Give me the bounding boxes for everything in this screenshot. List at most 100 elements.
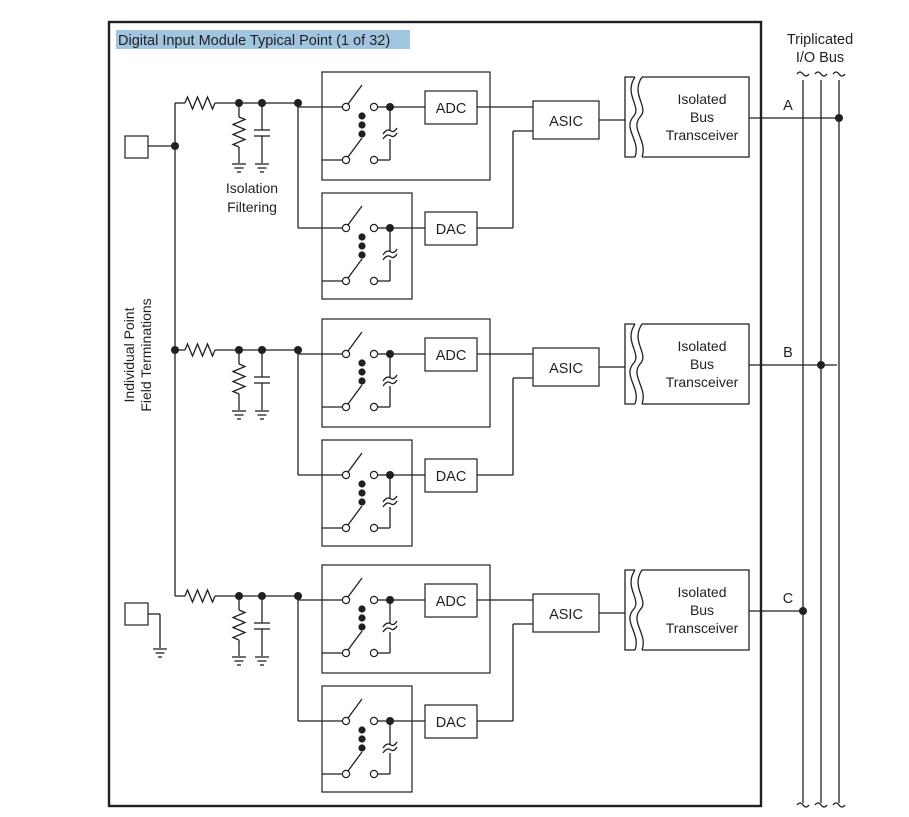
switch-contact (341, 276, 351, 286)
capacitor-break-icon (382, 374, 398, 382)
transceiver-label: Isolated (677, 584, 726, 600)
dac-mux-block (321, 192, 413, 300)
switch-contact (369, 769, 379, 779)
capacitor-break-icon (382, 379, 398, 387)
switch-blade-icon (347, 331, 363, 352)
switch-contact (369, 470, 379, 480)
transceiver-box (642, 76, 750, 158)
ellipsis-dot (358, 480, 366, 488)
ellipsis-dot (358, 251, 366, 259)
bus-letter-b: B (783, 345, 793, 361)
ellipsis-dot (358, 121, 366, 129)
adc-label: ADC (436, 101, 467, 117)
bus-break-bottom-icon (814, 802, 828, 808)
filter-label-line2: Filtering (227, 199, 277, 215)
isolation-barrier-icon (629, 569, 637, 651)
asic-label: ASIC (549, 607, 583, 623)
switch-contact (369, 102, 379, 112)
switch-contact (341, 102, 351, 112)
switch-blade-icon (347, 630, 363, 651)
module-outline (107, 20, 763, 808)
transceiver-label: Bus (690, 602, 714, 618)
switch-blade-icon (347, 698, 363, 719)
switch-contact (369, 155, 379, 165)
isolation-barrier-icon (629, 76, 637, 158)
switch-contact (369, 276, 379, 286)
asic-label: ASIC (549, 114, 583, 130)
switch-contact (341, 155, 351, 165)
ellipsis-dot (358, 130, 366, 138)
transceiver-left-edge (624, 569, 635, 651)
transceiver-label: Bus (690, 356, 714, 372)
switch-contact (369, 523, 379, 533)
ellipsis-dot (358, 744, 366, 752)
switch-contact (369, 716, 379, 726)
switch-blade-icon (347, 452, 363, 473)
field-terminal-input (124, 135, 149, 159)
transceiver-left-edge (624, 323, 635, 405)
ellipsis-dot (358, 112, 366, 120)
bus-letter-a: A (783, 98, 793, 114)
switch-blade-icon (347, 258, 363, 279)
switch-blade-icon (347, 505, 363, 526)
switch-blade-icon (347, 84, 363, 105)
switch-contact (341, 402, 351, 412)
switch-blade-icon (347, 205, 363, 226)
adc-box (424, 583, 478, 618)
capacitor-break-icon (382, 253, 398, 261)
asic-box (532, 100, 600, 140)
transceiver-label: Bus (690, 109, 714, 125)
dac-box (424, 458, 478, 493)
switch-blade-icon (347, 751, 363, 772)
ellipsis-dot (358, 377, 366, 385)
side-label: Individual Point Field Terminations (121, 298, 154, 411)
diagram-title: Digital Input Module Typical Point (1 of… (118, 33, 390, 49)
capacitor-break-icon (382, 495, 398, 503)
switch-contact (341, 523, 351, 533)
circuit-group (124, 71, 846, 808)
asic-box (532, 347, 600, 387)
side-label-line1: Individual Point (121, 307, 137, 402)
capacitor-break-icon (382, 248, 398, 256)
ellipsis-dot (358, 233, 366, 241)
dac-label: DAC (436, 222, 467, 238)
ellipsis-dot (358, 623, 366, 631)
transceiver-box (642, 323, 750, 405)
switch-contact (341, 595, 351, 605)
switch-blade-icon (347, 137, 363, 158)
adc-label: ADC (436, 594, 467, 610)
ellipsis-dot (358, 605, 366, 613)
adc-box (424, 337, 478, 372)
dac-label: DAC (436, 469, 467, 485)
transceiver-left-edge (624, 76, 635, 158)
resistor-icon (231, 609, 247, 641)
capacitor-break-icon (382, 620, 398, 628)
dac-box (424, 211, 478, 246)
bus-label-line1: Triplicated (787, 32, 853, 48)
adc-box (424, 90, 478, 125)
transceiver-label: Transceiver (666, 620, 739, 636)
ellipsis-dot (358, 614, 366, 622)
isolation-barrier-icon (636, 76, 644, 158)
ellipsis-dot (358, 735, 366, 743)
isolation-barrier-icon (636, 323, 644, 405)
switch-contact (341, 716, 351, 726)
channel-labels: ADCDACASICIsolatedBusTransceiverAADCDACA… (436, 91, 794, 731)
resistor-icon (184, 588, 216, 604)
bus-break-bottom-icon (796, 802, 810, 808)
field-terminal-ground (124, 602, 149, 626)
bus-break-top-icon (832, 71, 846, 77)
isolation-barrier-icon (629, 323, 637, 405)
switch-contact (341, 349, 351, 359)
capacitor-break-icon (382, 500, 398, 508)
capacitor-break-icon (382, 127, 398, 135)
switch-blade-icon (347, 577, 363, 598)
dac-label: DAC (436, 715, 467, 731)
adc-mux-block (321, 564, 491, 674)
capacitor-break-icon (382, 741, 398, 749)
bus-break-top-icon (796, 71, 810, 77)
filter-label-line1: Isolation (226, 180, 278, 196)
transceiver-label: Isolated (677, 338, 726, 354)
bus-letter-c: C (783, 591, 793, 607)
switch-blade-icon (347, 384, 363, 405)
